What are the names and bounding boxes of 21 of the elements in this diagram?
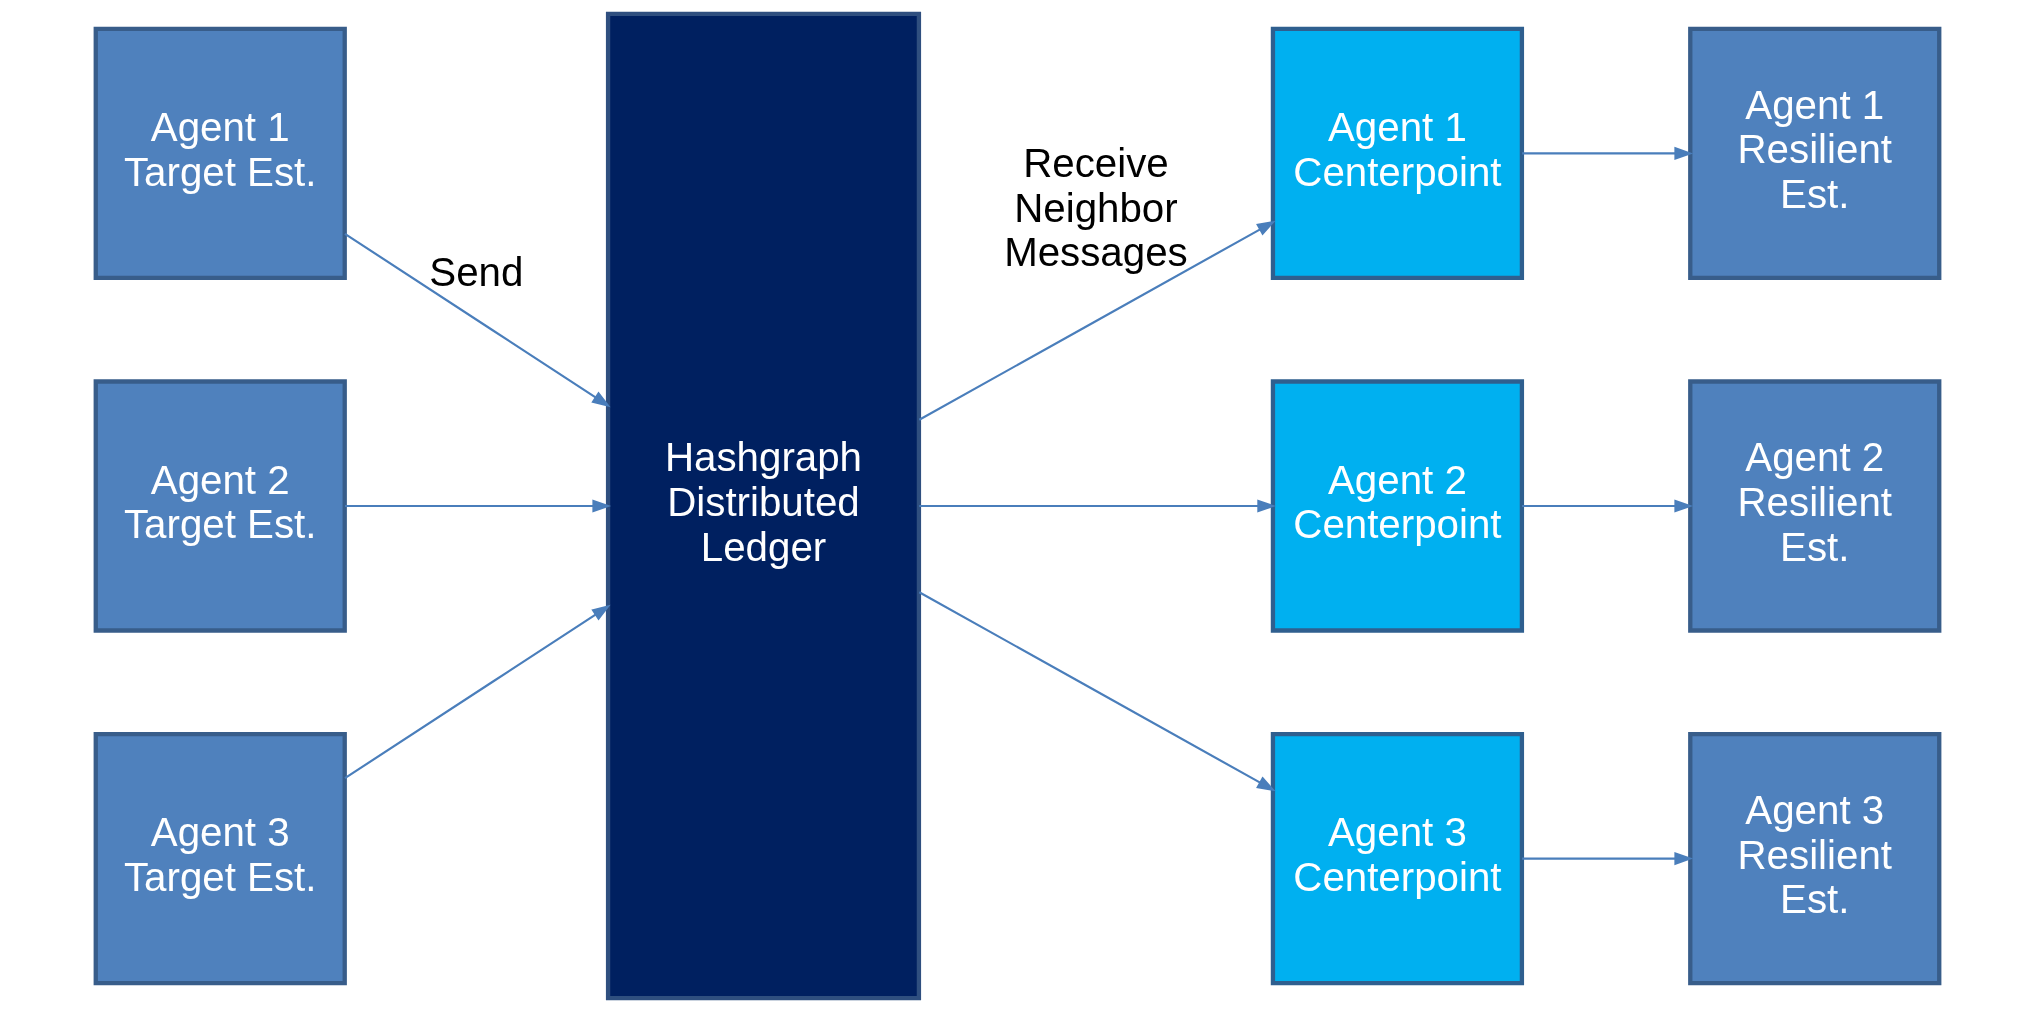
node-box: Agent 3 Target Est. [93,731,347,986]
node-box: Agent 3 Centerpoint [1270,731,1525,986]
arrow [1522,499,1694,513]
arrow [918,591,1276,792]
node-box: Agent 2 Centerpoint [1270,379,1525,633]
arrow [1522,852,1694,866]
node-box: Agent 1 Centerpoint [1270,26,1525,281]
node-box: Agent 1 Target Est. [93,26,347,281]
arrow [918,220,1276,421]
edge-label: Receive Neighbor Messages [1004,141,1188,276]
node-box: Agent 2 Target Est. [93,379,347,633]
node-box: Agent 1 Resilient Est. [1688,26,1942,281]
node-box: Hashgraph Distributed Ledger [605,11,922,1001]
arrow [919,499,1277,513]
arrow [345,499,612,513]
arrow [344,604,611,780]
edge-label: Send [429,250,524,296]
arrow [344,232,611,408]
node-box: Agent 2 Resilient Est. [1688,379,1942,633]
node-box: Agent 3 Resilient Est. [1688,731,1942,986]
arrow [1522,146,1694,160]
